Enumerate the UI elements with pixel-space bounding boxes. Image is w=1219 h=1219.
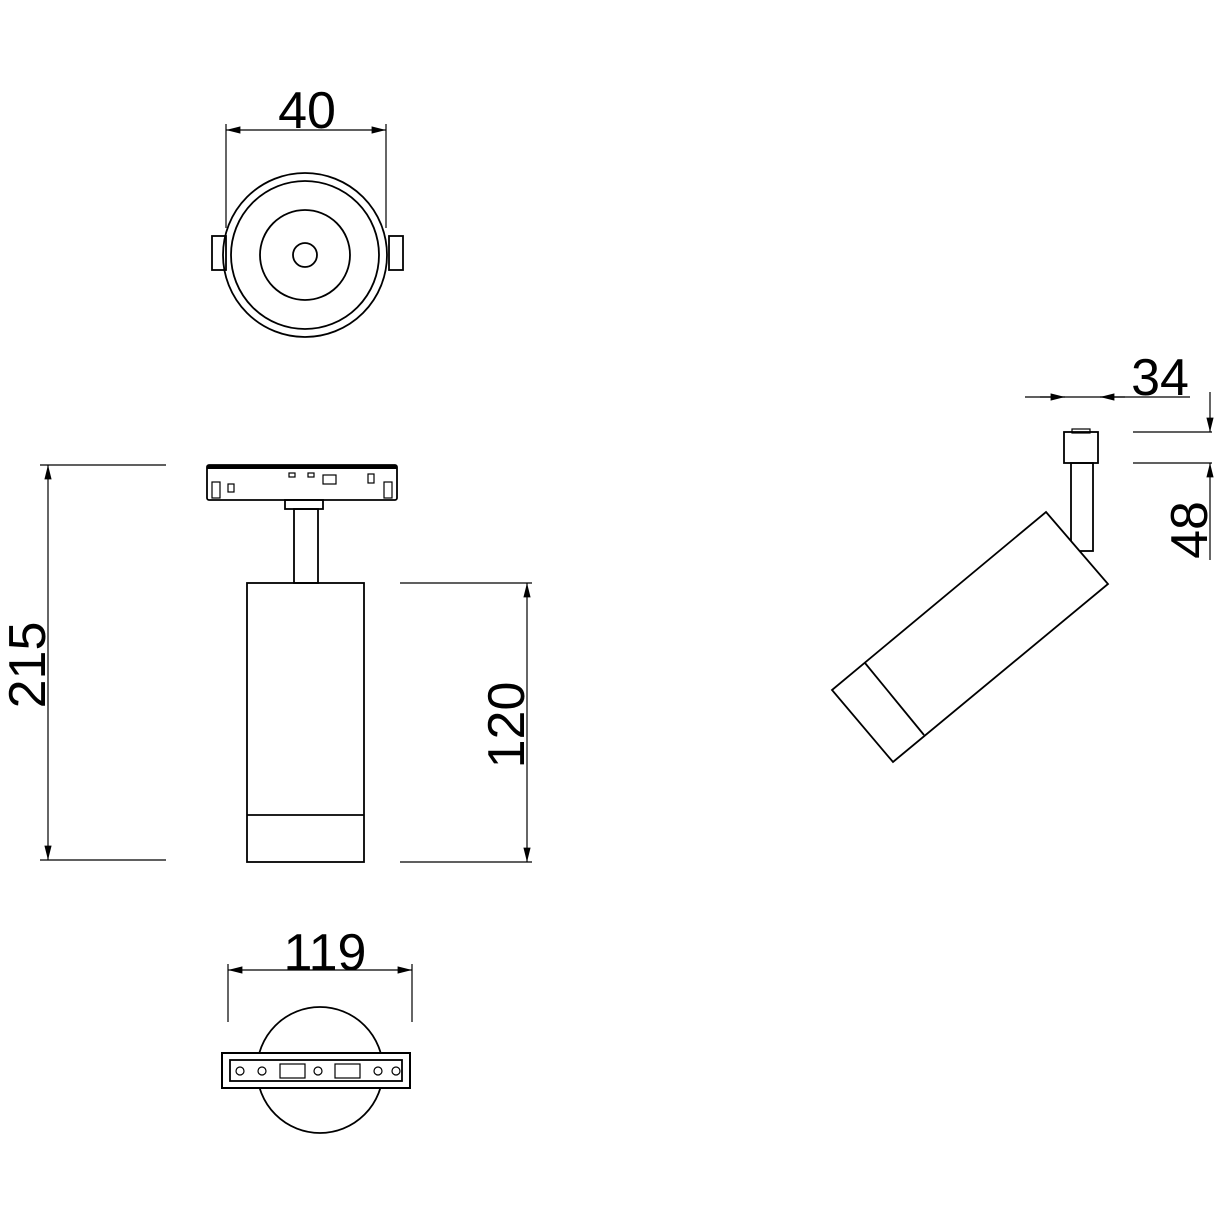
dim-label-34: 34 [1131, 349, 1189, 407]
top-view: 40 [211, 82, 404, 338]
bottom-view: 119 [221, 924, 413, 1134]
dim-label-40: 40 [278, 82, 336, 140]
front-view: 215 120 [0, 464, 536, 863]
side-view: 34 48 [830, 349, 1219, 764]
dim-label-215: 215 [0, 622, 57, 709]
dim-label-48: 48 [1161, 501, 1219, 559]
dim-label-119: 119 [284, 924, 367, 982]
dim-label-120: 120 [478, 682, 536, 769]
